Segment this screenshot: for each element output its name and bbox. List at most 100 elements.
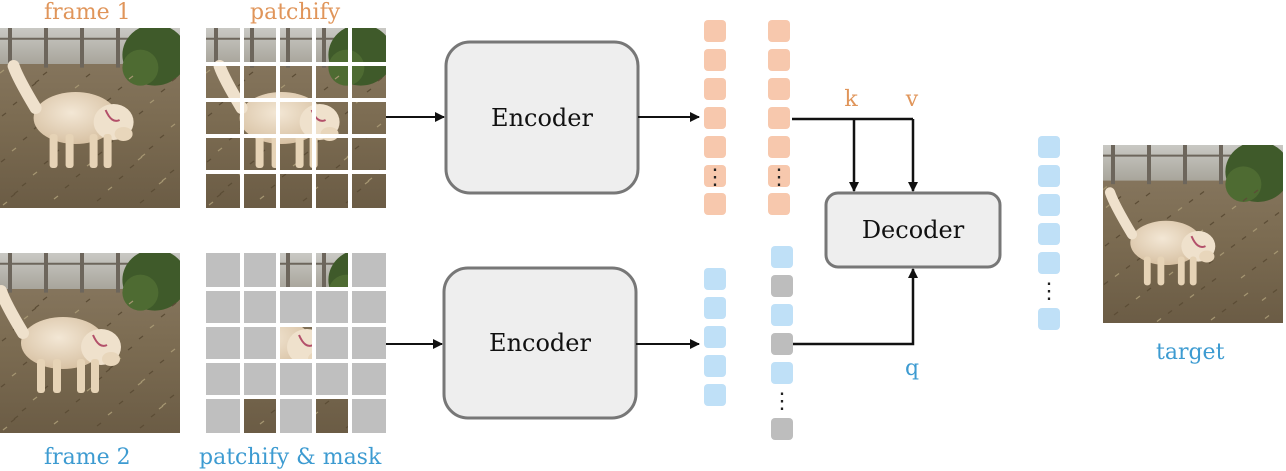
grass-blade	[217, 147, 223, 152]
grass-blade	[128, 75, 134, 80]
fence-post	[250, 28, 254, 68]
q-label: q	[905, 356, 919, 381]
grass-blade	[161, 402, 167, 407]
grass-blade	[129, 164, 135, 169]
grass-blade	[108, 365, 114, 370]
masked-patch	[350, 361, 386, 397]
fence-post	[8, 253, 12, 293]
fence-post	[286, 28, 290, 68]
grass-blade	[1, 112, 7, 117]
dog-snout	[1199, 250, 1215, 263]
grass-blade	[21, 407, 27, 412]
grass-blade	[218, 101, 224, 106]
grass-blade	[1219, 252, 1225, 256]
grass-blade	[1104, 242, 1110, 247]
grass-blade	[53, 420, 59, 425]
grass-blade	[1262, 258, 1268, 263]
grass-blade	[149, 324, 155, 329]
masked-patch	[350, 397, 386, 433]
token	[771, 333, 793, 355]
grass-blade	[170, 348, 176, 353]
grass-blade	[206, 69, 211, 74]
token	[771, 246, 793, 268]
token-blue	[704, 326, 726, 348]
grass-blade	[1103, 281, 1109, 285]
grass-blade	[356, 188, 362, 193]
dog-leg	[1143, 256, 1151, 286]
token-blue	[1038, 223, 1060, 245]
grass-blade	[75, 173, 81, 178]
grass-blade	[1253, 189, 1259, 194]
grass-blade	[1145, 192, 1151, 197]
grass-blade	[1251, 266, 1257, 271]
grass-blade	[1200, 286, 1206, 290]
grass-blade	[96, 197, 102, 202]
grass-blade	[169, 394, 175, 399]
masked-patch	[242, 289, 278, 325]
grass-blade	[160, 88, 166, 93]
token	[771, 362, 793, 384]
grass-blade	[42, 71, 48, 76]
dog-leg	[65, 134, 74, 168]
grass-blade	[105, 368, 111, 373]
grass-blade	[74, 84, 80, 89]
grass-blade	[1211, 278, 1217, 282]
token-blue	[1038, 252, 1060, 274]
grass-blade	[219, 190, 225, 195]
fence-post	[8, 28, 12, 68]
patchify-grid	[206, 28, 386, 208]
token	[771, 275, 793, 297]
grass-blade	[159, 359, 165, 364]
fence-post	[44, 28, 48, 68]
grass-blade	[1210, 316, 1216, 321]
token-orange	[704, 193, 726, 215]
grass-blade	[280, 84, 286, 89]
grass-blade	[249, 160, 255, 165]
grass-blade	[85, 298, 91, 303]
frame2-label: frame 2	[44, 445, 131, 470]
masked-patch	[242, 253, 278, 289]
token-blue	[704, 384, 726, 406]
grass-blade	[1240, 274, 1246, 279]
fence-post	[1147, 145, 1151, 185]
grass-blade	[354, 145, 360, 150]
grass-blade	[291, 73, 297, 78]
token-orange	[704, 136, 726, 158]
grass-blade	[117, 311, 123, 316]
grass-blade	[11, 372, 17, 377]
ellipsis-target: ⋮	[1038, 279, 1060, 304]
grass-blade	[75, 398, 81, 403]
grass-blade	[31, 82, 37, 87]
grass-blade	[1188, 199, 1194, 203]
grass-blade	[1263, 220, 1269, 224]
target-image	[1103, 145, 1283, 323]
token-column-bottom-1	[704, 268, 726, 406]
fence-post	[1183, 145, 1187, 185]
dog-leg	[295, 134, 304, 168]
dog-leg	[103, 134, 112, 168]
encoder-top-label: Encoder	[491, 104, 593, 132]
token-column-bottom-2	[771, 246, 793, 440]
token-blue	[1038, 308, 1060, 330]
token-blue	[1038, 136, 1060, 158]
grass-blade	[0, 383, 6, 388]
grass-blade	[64, 184, 70, 189]
grass-blade	[117, 86, 123, 91]
ellipsis-top-2: ⋮	[768, 165, 790, 190]
token-orange	[704, 107, 726, 129]
grass-blade	[2, 426, 8, 431]
masked-patch	[314, 361, 350, 397]
dog-leg	[77, 359, 85, 393]
ellipsis-bottom-2: ⋮	[771, 389, 793, 414]
grass-blade	[1135, 295, 1141, 300]
bush	[328, 49, 365, 86]
masked-patch	[278, 361, 314, 397]
grass-blade	[139, 424, 145, 429]
grass-blade	[160, 313, 166, 318]
grass-blade	[10, 418, 16, 423]
grass-blade	[1220, 213, 1226, 218]
grass-blade	[270, 409, 276, 414]
grass-blade	[1252, 228, 1258, 232]
grass-blade	[34, 304, 40, 309]
masked-patch	[278, 289, 314, 325]
